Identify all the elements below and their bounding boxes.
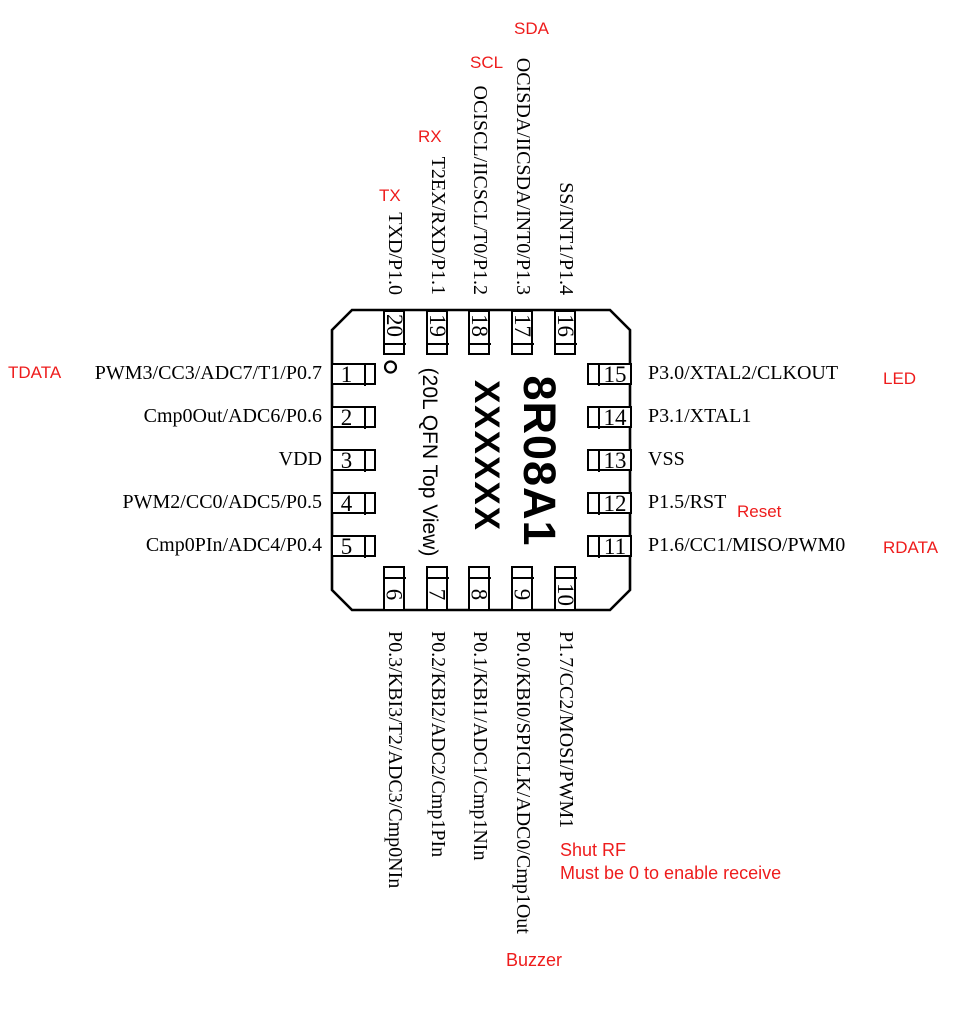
pad-divider	[467, 576, 491, 579]
pin-label-12: P1.5/RST	[648, 491, 727, 513]
pad-divider	[510, 576, 534, 579]
pin-number-1: 1	[340, 361, 353, 387]
pad-divider	[510, 342, 534, 345]
pin-pad-12: 12	[587, 490, 632, 516]
pad-divider	[363, 448, 366, 472]
pin-number-9: 9	[509, 588, 535, 600]
pad-divider	[363, 534, 366, 558]
pin-label-15: P3.0/XTAL2/CLKOUT	[648, 362, 839, 384]
chip-marking: XXXXXX	[467, 379, 506, 533]
part-number: 8R08A1	[514, 375, 565, 547]
pad-divider	[425, 342, 449, 345]
pin-number-7: 7	[424, 588, 450, 600]
pin-pad-17: 17	[509, 310, 535, 355]
pin-pad-5: 5	[331, 533, 376, 559]
pin-number-13: 13	[603, 447, 627, 473]
pad-divider	[467, 342, 491, 345]
pin-label-18: OCISCL/IICSCL/T0/P1.2	[468, 85, 491, 295]
pin-number-5: 5	[340, 533, 353, 559]
pin-label-11: P1.6/CC1/MISO/PWM0	[648, 534, 846, 556]
pin-pad-1: 1	[331, 361, 376, 387]
pin-number-6: 6	[381, 588, 407, 600]
pin-pad-8: 8	[466, 566, 492, 611]
annotation-shut-rf: Shut RF Must be 0 to enable receive	[560, 839, 781, 885]
pin-number-12: 12	[603, 490, 627, 516]
pin-number-20: 20	[381, 314, 407, 337]
pin-pad-19: 19	[424, 310, 450, 355]
pad-divider	[597, 405, 600, 429]
pad-divider	[597, 491, 600, 515]
pin-label-8: P0.1/KBI1/ADC1/Cmp1NIn	[468, 631, 491, 861]
pin-label-9: P0.0/KBI0/SPICLK/ADC0/Cmp1Out	[511, 631, 534, 934]
annotation-led: LED	[883, 369, 917, 388]
pin-label-20: TXD/P1.0	[383, 212, 406, 295]
pin-pad-16: 16	[552, 310, 578, 355]
pad-divider	[553, 342, 577, 345]
pin-number-19: 19	[424, 314, 450, 337]
pin-number-2: 2	[340, 404, 353, 430]
annotation-tdata: TDATA	[8, 363, 62, 382]
pin-number-15: 15	[603, 361, 627, 387]
annotation-shut-rf-line1: Shut RF	[560, 840, 627, 860]
pin-label-4: PWM2/CC0/ADC5/P0.5	[122, 491, 322, 513]
pin-pad-18: 18	[466, 310, 492, 355]
pin-pad-2: 2	[331, 404, 376, 430]
pin-number-4: 4	[340, 490, 353, 516]
pin-number-3: 3	[340, 447, 353, 473]
pin-label-19: T2EX/RXD/P1.1	[426, 156, 449, 295]
annotation-rx: RX	[418, 127, 442, 146]
pin-pad-10: 10	[552, 566, 578, 611]
annotation-rdata: RDATA	[883, 538, 939, 557]
pad-divider	[363, 491, 366, 515]
pad-divider	[382, 342, 406, 345]
annotation-sda: SDA	[514, 19, 549, 38]
pin-pad-7: 7	[424, 566, 450, 611]
pad-divider	[597, 362, 600, 386]
pad-divider	[597, 534, 600, 558]
pin-pad-4: 4	[331, 490, 376, 516]
pin1-indicator-circle	[383, 360, 398, 374]
pin-number-16: 16	[552, 314, 578, 337]
pad-divider	[382, 576, 406, 579]
pin-pad-14: 14	[587, 404, 632, 430]
annotation-reset: Reset	[737, 502, 782, 521]
annotation-buzzer: Buzzer	[506, 950, 563, 970]
pin-label-2: Cmp0Out/ADC6/P0.6	[143, 405, 322, 427]
pin-label-16: SS/INT1/P1.4	[554, 182, 577, 295]
pin-number-11: 11	[603, 533, 627, 559]
pin-pad-3: 3	[331, 447, 376, 473]
pad-divider	[553, 576, 577, 579]
pin-pad-13: 13	[587, 447, 632, 473]
pin-label-17: OCISDA/IICSDA/INT0/P1.3	[511, 57, 534, 295]
package-note: (20L QFN Top View)	[418, 367, 441, 557]
pin-pad-6: 6	[381, 566, 407, 611]
pin-number-17: 17	[509, 314, 535, 337]
pad-divider	[597, 448, 600, 472]
pad-divider	[363, 362, 366, 386]
pin-pad-15: 15	[587, 361, 632, 387]
pin-number-18: 18	[466, 314, 492, 337]
pin-number-14: 14	[603, 404, 627, 430]
pin-label-6: P0.3/KBI3/T2/ADC3/Cmp0NIn	[383, 631, 406, 889]
pin-label-14: P3.1/XTAL1	[648, 405, 752, 427]
pin-label-13: VSS	[648, 448, 685, 470]
pad-divider	[425, 576, 449, 579]
annotation-tx: TX	[379, 186, 401, 205]
annotation-shut-rf-line2: Must be 0 to enable receive	[560, 863, 782, 883]
annotation-scl: SCL	[470, 53, 504, 72]
pin-label-7: P0.2/KBI2/ADC2/Cmp1PIn	[426, 631, 449, 858]
pin-number-10: 10	[552, 582, 578, 606]
pin-number-8: 8	[466, 588, 492, 600]
pad-divider	[363, 405, 366, 429]
pin-pad-20: 20	[381, 310, 407, 355]
pin-label-10: P1.7/CC2/MOSI/PWM1	[554, 631, 577, 829]
pin-label-3: VDD	[278, 448, 322, 470]
pin-pad-11: 11	[587, 533, 632, 559]
pin-pad-9: 9	[509, 566, 535, 611]
pin-label-1: PWM3/CC3/ADC7/T1/P0.7	[94, 362, 322, 384]
pin-label-5: Cmp0PIn/ADC4/P0.4	[145, 534, 322, 556]
